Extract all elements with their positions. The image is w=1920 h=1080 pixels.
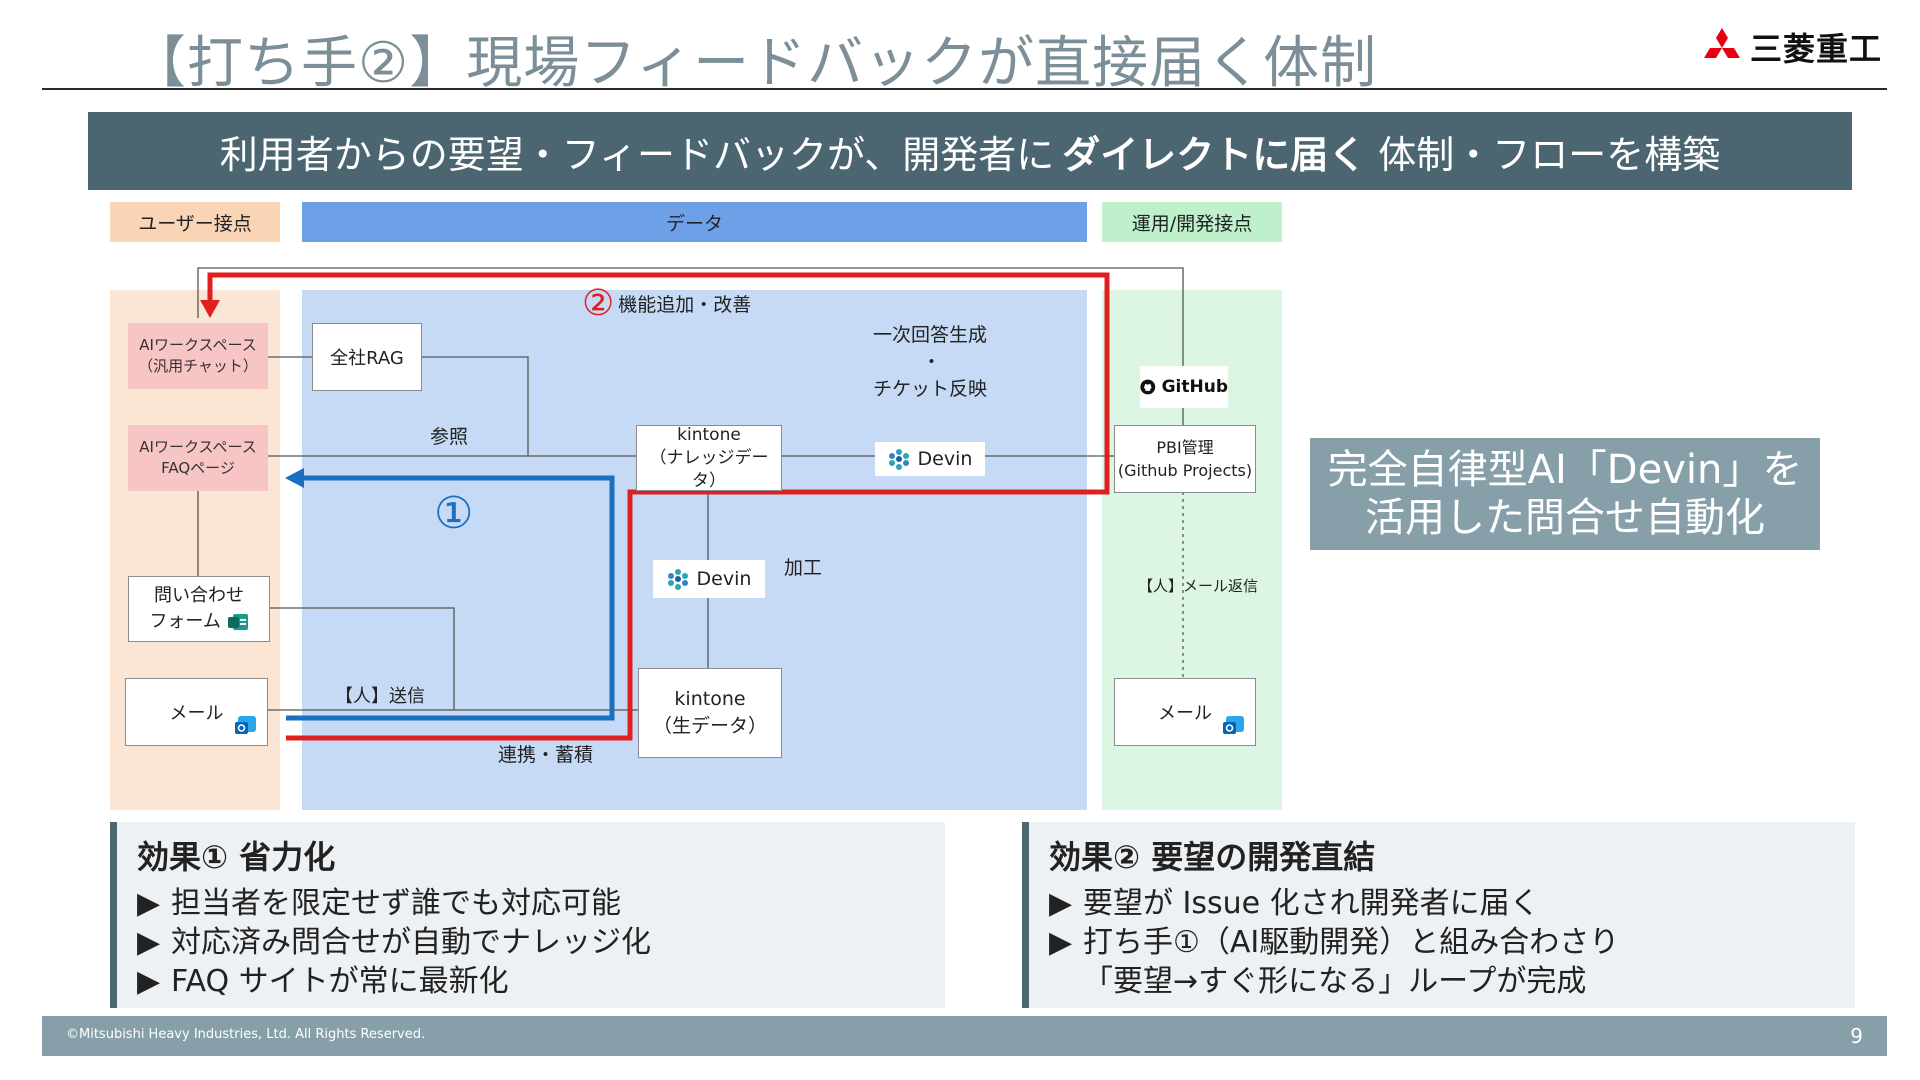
- kintone-raw-box: kintone （生データ）: [638, 668, 782, 758]
- banner-text-pre: 利用者からの要望・フィードバックが、開発者に: [219, 132, 1055, 177]
- devin-icon: [888, 449, 909, 470]
- list-item: ▶ 担当者を限定せず誰でも対応可能: [137, 884, 651, 923]
- kintone-knowledge-box: kintone （ナレッジデータ）: [636, 425, 782, 491]
- footer-bar: ©Mitsubishi Heavy Industries, Ltd. All R…: [42, 1016, 1887, 1056]
- column-header-ops: 運用/開発接点: [1102, 202, 1282, 242]
- connector-form-kintone: [268, 607, 455, 710]
- flow2-marker: ②: [582, 283, 615, 324]
- mail-ops-label: メール: [1158, 703, 1212, 724]
- pbi-line1: PBI管理: [1156, 438, 1214, 457]
- kintone-knowledge-line1: kintone: [677, 424, 741, 445]
- inquiry-form-box: 問い合わせ フォーム: [128, 576, 270, 642]
- pbi-line2: (Github Projects): [1117, 461, 1253, 480]
- list-item: ▶ 要望が Issue 化され開発者に届く: [1049, 884, 1619, 923]
- effect-1-title: 効果① 省力化: [137, 838, 336, 876]
- label-first-answer-2: ・: [922, 351, 942, 373]
- label-first-answer-3: チケット反映: [873, 378, 988, 400]
- connector-rag-kintone: [420, 356, 529, 456]
- page-number: 9: [1850, 1024, 1863, 1048]
- column-header-user: ユーザー接点: [110, 202, 280, 242]
- github-box: GitHub: [1140, 366, 1228, 408]
- slide-title: 【打ち手②】現場フィードバックが直接届く体制: [130, 31, 1378, 96]
- effect-1-item-3: FAQ サイトが常に最新化: [171, 964, 509, 999]
- mail-user-label: メール: [169, 703, 224, 724]
- label-reference: 参照: [430, 426, 469, 448]
- devin-middle-label: Devin: [696, 568, 752, 590]
- flow1-path: [286, 475, 615, 721]
- flow2-label: ② 機能追加・改善: [582, 283, 751, 324]
- banner-text-post: 体制・フローを構築: [1378, 132, 1721, 177]
- outlook-icon: [235, 716, 256, 734]
- banner-text-bold: ダイレクトに届く: [1062, 132, 1367, 177]
- copyright-text: ©Mitsubishi Heavy Industries, Ltd. All R…: [66, 1027, 426, 1042]
- inquiry-form-line1: 問い合わせ: [154, 585, 244, 606]
- bullet-triangle-icon: ▶: [1049, 886, 1073, 921]
- column-header-data: データ: [302, 202, 1087, 242]
- inquiry-form-line2: フォーム: [149, 611, 221, 632]
- effect-1-list: ▶ 担当者を限定せず誰でも対応可能 ▶ 対応済み問合せが自動でナレッジ化 ▶ FAQ …: [137, 884, 651, 1001]
- effect-2-item-3: 「要望→すぐ形になる」ループが完成: [1083, 964, 1587, 999]
- list-item: ▶ 打ち手①（AI駆動開発）と組み合わさり: [1049, 923, 1619, 962]
- list-item: ▶ 対応済み問合せが自動でナレッジ化: [137, 923, 651, 962]
- pbi-box: PBI管理 (Github Projects): [1114, 425, 1256, 493]
- ai-workspace-chat-line2: （汎用チャット）: [138, 357, 258, 375]
- mitsubishi-diamonds-icon: [1704, 28, 1740, 58]
- mail-user-box: メール: [125, 678, 268, 746]
- connector-top-loop: [197, 267, 1184, 425]
- label-send: 【人】送信: [335, 686, 425, 707]
- ai-workspace-chat-line1: AIワークスペース: [139, 336, 257, 354]
- inquiry-form-line2-wrap: フォーム: [149, 609, 248, 635]
- company-rag-label: 全社RAG: [330, 348, 404, 369]
- devin-middle-box: Devin: [653, 560, 765, 598]
- list-item: ▶ FAQ サイトが常に最新化: [137, 962, 651, 1001]
- label-first-answer-1: 一次回答生成: [873, 324, 988, 346]
- ai-workspace-chat-box: AIワークスペース （汎用チャット）: [128, 323, 268, 389]
- effect-2-item-2: 打ち手①（AI駆動開発）と組み合わさり: [1083, 925, 1620, 960]
- outlook-icon: [1223, 716, 1244, 734]
- devin-callout: 完全自律型AI「Devin」を 活用した問合せ自動化: [1310, 438, 1820, 550]
- devin-top-label: Devin: [917, 448, 973, 470]
- summary-banner: 利用者からの要望・フィードバックが、開発者に ダイレクトに届く 体制・フローを構…: [88, 112, 1852, 190]
- company-rag-box: 全社RAG: [312, 323, 422, 391]
- callout-line1: 完全自律型AI「Devin」を: [1327, 447, 1803, 493]
- bullet-triangle-icon: ▶: [1049, 925, 1073, 960]
- devin-icon: [667, 569, 688, 590]
- bullet-triangle-icon: ▶: [137, 886, 161, 921]
- kintone-raw-line2: （生データ）: [652, 715, 767, 737]
- kintone-knowledge-line2: （ナレッジデータ）: [649, 447, 769, 491]
- flow2-path: [207, 272, 1110, 741]
- label-processing: 加工: [784, 557, 823, 579]
- effect-box-1: 効果① 省力化 ▶ 担当者を限定せず誰でも対応可能 ▶ 対応済み問合せが自動でナレッ…: [110, 822, 945, 1008]
- ai-workspace-faq-line1: AIワークスペース: [139, 438, 257, 456]
- bullet-triangle-icon: ▶: [137, 964, 161, 999]
- ai-workspace-faq-line2: FAQページ: [161, 459, 235, 477]
- title-divider: [42, 88, 1887, 90]
- flow1-marker: ①: [434, 488, 474, 539]
- bullet-triangle-icon: ▶: [137, 925, 161, 960]
- effect-2-title: 効果② 要望の開発直結: [1049, 838, 1376, 876]
- ai-workspace-faq-box: AIワークスペース FAQページ: [128, 425, 268, 491]
- github-label: GitHub: [1161, 377, 1228, 397]
- flow1-arrowhead: [285, 468, 304, 488]
- effect-1-item-2: 対応済み問合せが自動でナレッジ化: [171, 925, 651, 960]
- label-mail-reply: 【人】メール返信: [1138, 577, 1259, 595]
- forms-icon: [227, 614, 248, 630]
- mail-ops-box: メール: [1114, 678, 1256, 746]
- callout-line2: 活用した問合せ自動化: [1365, 495, 1765, 541]
- label-link-store: 連携・蓄積: [498, 744, 594, 766]
- effect-box-2: 効果② 要望の開発直結 ▶ 要望が Issue 化され開発者に届く ▶ 打ち手①（A…: [1022, 822, 1855, 1008]
- label-feature: 機能追加・改善: [618, 294, 752, 316]
- effect-1-item-1: 担当者を限定せず誰でも対応可能: [171, 886, 621, 921]
- list-item: 「要望→すぐ形になる」ループが完成: [1049, 962, 1619, 1001]
- flow2-arrowhead: [200, 300, 220, 318]
- company-logo: 三菱重工: [1702, 26, 1882, 68]
- logo-text: 三菱重工: [1750, 30, 1883, 68]
- devin-top-box: Devin: [875, 442, 985, 476]
- effect-2-list: ▶ 要望が Issue 化され開発者に届く ▶ 打ち手①（AI駆動開発）と組み合わさ…: [1049, 884, 1619, 1001]
- effect-2-item-1: 要望が Issue 化され開発者に届く: [1083, 886, 1540, 921]
- github-icon: [1140, 379, 1156, 395]
- kintone-raw-line1: kintone: [674, 688, 746, 710]
